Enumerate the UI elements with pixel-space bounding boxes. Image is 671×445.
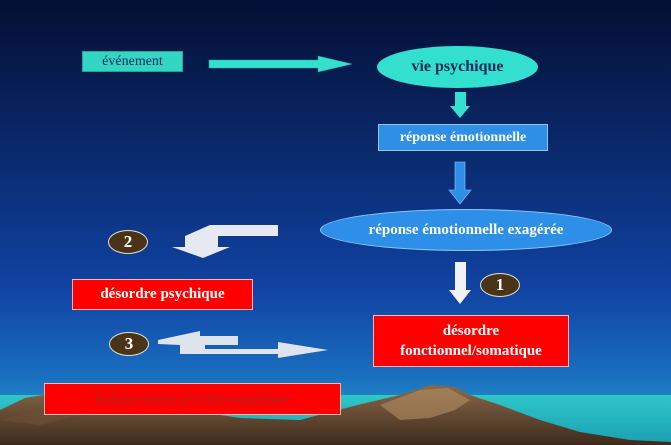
arrow-exaggerated-to-functional (449, 262, 471, 304)
psychic-disorder-box: désordre psychique (72, 279, 253, 310)
arrow-bidirectional-balance (158, 331, 328, 358)
arrow-event-to-psychic (208, 55, 353, 73)
psychosomatic-balance-box: balancement psychosomatique (44, 383, 341, 415)
emotional-response-box: réponse émotionnelle (378, 124, 548, 151)
functional-disorder-line2: fonctionnel/somatique (400, 343, 542, 359)
functional-disorder-line1: désordre (442, 323, 500, 339)
badge-2: 2 (108, 230, 148, 254)
exaggerated-response-ellipse: réponse émotionnelle exagérée (320, 209, 612, 251)
arrow-response-to-exaggerated (448, 161, 472, 205)
badge-1: 1 (480, 273, 520, 297)
psychic-life-ellipse: vie psychique (377, 46, 538, 88)
arrow-to-psychic-disorder (172, 225, 278, 258)
arrow-psychic-to-response (450, 92, 470, 118)
functional-disorder-box: désordre fonctionnel/somatique (373, 315, 569, 367)
badge-3: 3 (109, 332, 149, 356)
event-box: événement (82, 51, 183, 72)
